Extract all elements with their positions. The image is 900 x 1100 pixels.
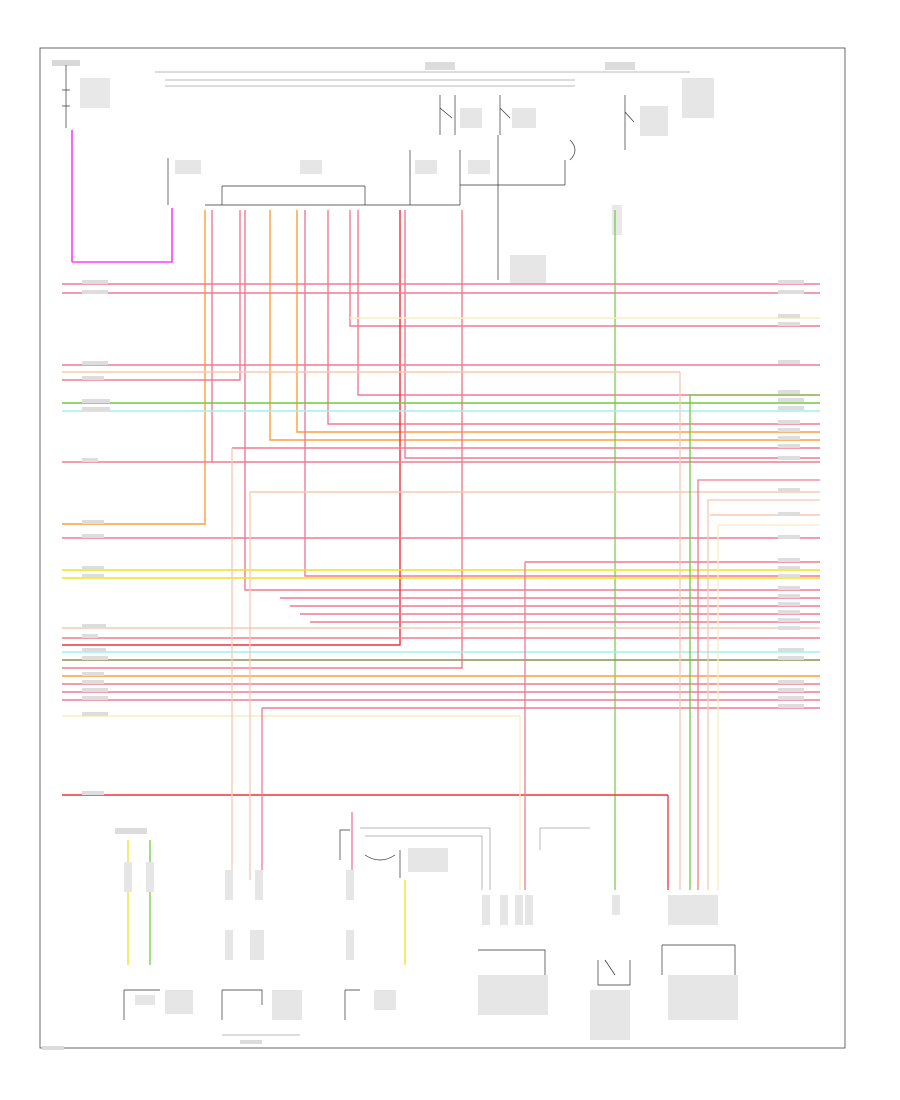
left-connector-pins: [82, 280, 110, 795]
wire-magenta-run: [72, 208, 173, 263]
inertia-switch: [597, 959, 631, 986]
connector-label-green: [612, 205, 622, 235]
connector-label-mid: [510, 255, 546, 283]
fuel-pump-driver-module: [478, 949, 546, 975]
relay-switch-2: [499, 95, 536, 135]
bottom-components: [42, 827, 738, 1050]
label-block-left-fuse: [80, 78, 110, 108]
right-connector-pins: [778, 280, 804, 708]
relay-switch-1: [439, 95, 482, 135]
label-block-top-left: [52, 60, 80, 66]
label-block-top-r2: [682, 78, 714, 118]
fuse-label-d: [468, 160, 490, 174]
vertical-feed-wires: [62, 210, 820, 890]
fuel-pump: [344, 989, 360, 1020]
fuse-label-a: [175, 160, 201, 174]
label-block-top-r1: [605, 62, 635, 70]
top-power-section: [52, 60, 714, 283]
sensor-left: [123, 989, 160, 1020]
diagram-border: [39, 47, 846, 1049]
bottom-drop-wires: [231, 372, 820, 890]
label-block-top-mid: [425, 62, 455, 70]
fuse-label-b: [300, 160, 322, 174]
horizontal-harness-wires: [62, 283, 820, 796]
relay-switch-3: [569, 95, 668, 161]
sensor-module-right: [662, 944, 736, 975]
fuse-label-c: [415, 160, 437, 174]
fuel-tank-pressure-sensor: [221, 989, 263, 1020]
